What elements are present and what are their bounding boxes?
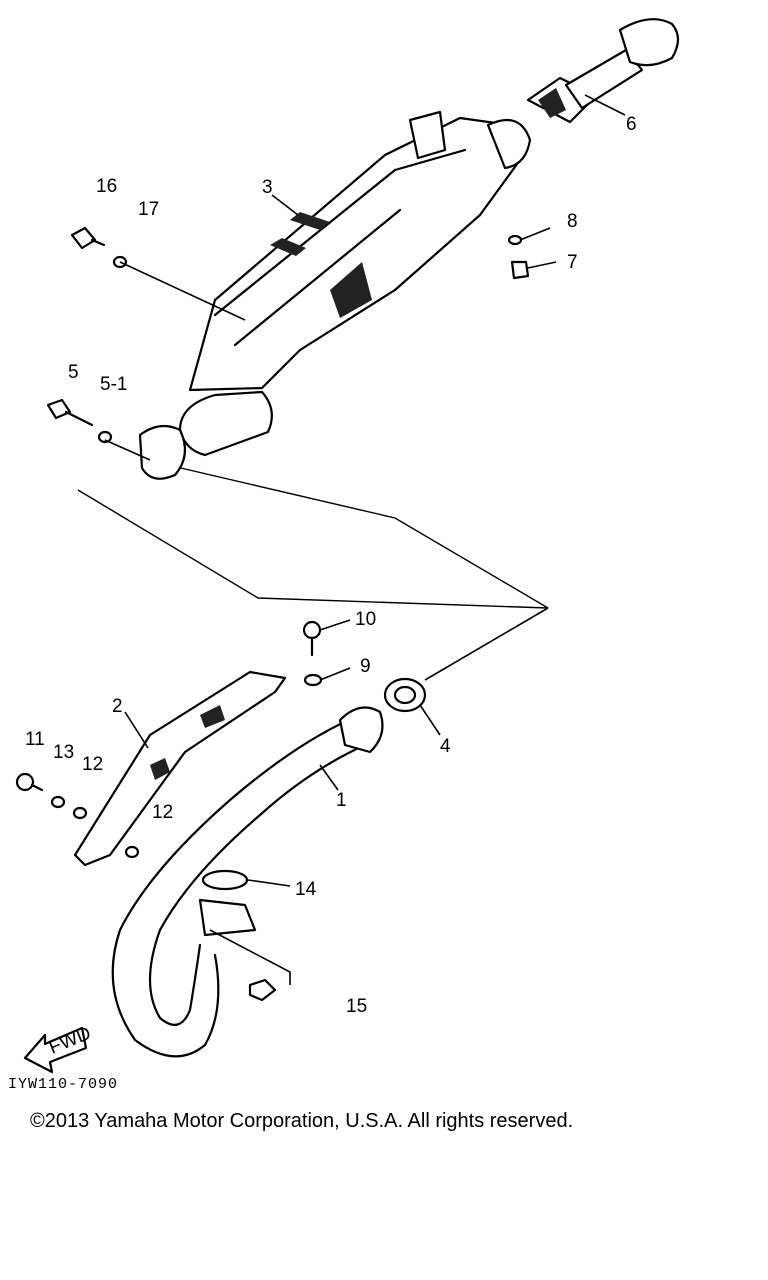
- callout-9: 9: [360, 656, 371, 677]
- callout-12-upper: 12: [82, 754, 103, 775]
- leader-5-1: [104, 439, 151, 461]
- callout-5: 5: [68, 362, 79, 383]
- part-2-protector[interactable]: [73, 670, 287, 867]
- guide-line-to-gasket: [424, 607, 549, 681]
- part-5-bolt[interactable]: [46, 398, 94, 427]
- part-1-header-pipe[interactable]: [111, 706, 384, 1058]
- assembly-guide-line: [77, 461, 549, 609]
- callout-16: 16: [96, 176, 117, 197]
- forward-direction-arrow: FWD: [23, 1023, 94, 1074]
- callout-12-lower: 12: [152, 802, 173, 823]
- callout-17: 17: [138, 199, 159, 220]
- part-6-tail-pipe[interactable]: [526, 18, 680, 124]
- leader-8: [519, 227, 551, 241]
- part-8-washer[interactable]: [507, 234, 523, 246]
- leader-15: [209, 929, 291, 985]
- leader-17: [119, 261, 246, 321]
- part-7-bolt[interactable]: [510, 260, 530, 280]
- leader-1: [319, 764, 339, 791]
- leader-7: [527, 261, 557, 269]
- callout-10: 10: [355, 609, 376, 630]
- callout-6: 6: [626, 114, 637, 135]
- part-16-bolt[interactable]: [70, 226, 106, 250]
- part-5-1-washer[interactable]: [97, 430, 113, 444]
- part-12-washer-upper[interactable]: [72, 806, 88, 820]
- callout-7: 7: [567, 252, 578, 273]
- callout-5-1: 5-1: [100, 374, 127, 395]
- callout-11: 11: [25, 729, 45, 750]
- part-13-washer[interactable]: [50, 795, 66, 809]
- part-9-washer[interactable]: [303, 673, 323, 687]
- callout-15: 15: [346, 996, 367, 1017]
- leader-2: [124, 711, 149, 749]
- leader-3: [271, 194, 299, 216]
- part-14-gasket[interactable]: [201, 869, 249, 891]
- leader-10: [319, 619, 351, 631]
- part-15-nut[interactable]: [248, 978, 277, 1002]
- exhaust-parts-diagram: FWD 1 2 3 4 5 5-1 6 7 8 9 10 11 12 12 13…: [15, 18, 680, 1074]
- callout-3: 3: [262, 177, 273, 198]
- leader-9: [319, 667, 351, 681]
- callout-13: 13: [53, 742, 74, 763]
- part-4-gasket[interactable]: [383, 677, 427, 713]
- leader-14: [247, 879, 291, 887]
- part-12-washer-lower[interactable]: [124, 845, 140, 859]
- leader-6: [584, 94, 626, 116]
- diagram-reference-code: IYW110-7090: [8, 1076, 119, 1093]
- leader-4: [419, 704, 441, 736]
- callout-2: 2: [112, 696, 123, 717]
- callout-1: 1: [336, 790, 347, 811]
- part-10-bolt[interactable]: [302, 620, 322, 657]
- callout-14: 14: [295, 879, 317, 900]
- callout-8: 8: [567, 211, 578, 232]
- callout-4: 4: [440, 736, 451, 757]
- copyright-notice: ©2013 Yamaha Motor Corporation, U.S.A. A…: [30, 1110, 574, 1132]
- part-3-muffler[interactable]: [138, 110, 532, 480]
- part-11-bolt[interactable]: [15, 772, 44, 792]
